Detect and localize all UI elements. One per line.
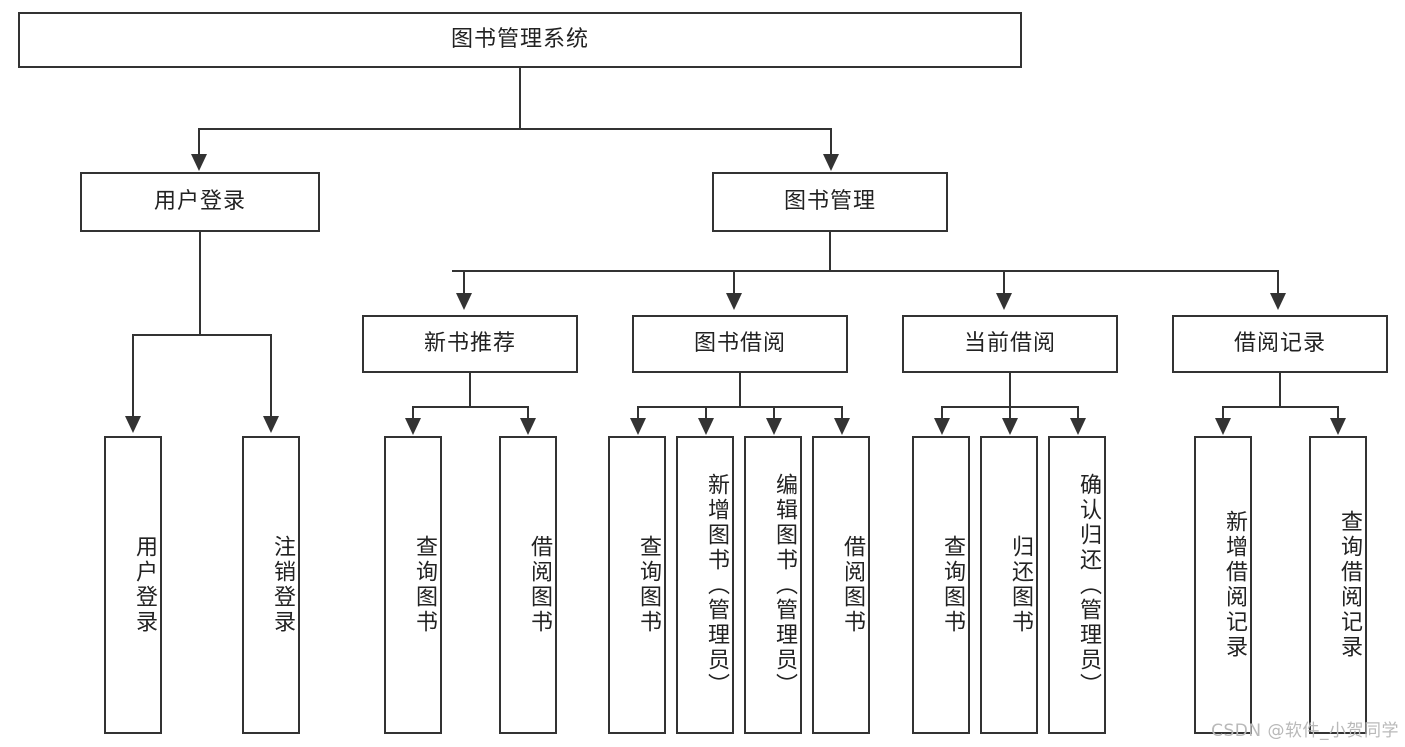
leaf-br-query-record[interactable]: 查询借阅记录	[1309, 436, 1367, 734]
node-book-borrow[interactable]: 图书借阅	[632, 315, 848, 373]
connector-bm-drop-2	[733, 270, 735, 295]
connector-cb-drop-3	[1077, 406, 1079, 420]
connector-user-login-drop-2	[270, 334, 272, 418]
leaf-bb-edit-book-admin[interactable]: 编辑图书（管理员）	[744, 436, 802, 734]
connector-user-login-stem	[199, 232, 201, 334]
node-label: 编辑图书（管理员）	[772, 472, 797, 698]
arrow-to-user-login	[191, 154, 207, 171]
node-label: 图书借阅	[693, 330, 786, 356]
node-book-management[interactable]: 图书管理	[712, 172, 948, 232]
connector-br-bar	[1222, 406, 1339, 408]
arrow-to-nbr-leaf-1	[405, 418, 421, 435]
node-label: 新书推荐	[423, 330, 516, 356]
connector-nbr-drop-1	[412, 406, 414, 420]
leaf-nbr-query-book[interactable]: 查询图书	[384, 436, 442, 734]
arrow-to-leaf-user-login	[125, 416, 141, 433]
connector-bb-drop-4	[841, 406, 843, 420]
arrow-to-current-borrow	[996, 293, 1012, 310]
leaf-br-add-record[interactable]: 新增借阅记录	[1194, 436, 1252, 734]
arrow-to-leaf-logout	[263, 416, 279, 433]
node-borrow-record[interactable]: 借阅记录	[1172, 315, 1388, 373]
arrow-to-cb-leaf-2	[1002, 418, 1018, 435]
node-current-borrow[interactable]: 当前借阅	[902, 315, 1118, 373]
node-label: 当前借阅	[963, 330, 1056, 356]
node-new-book-recommend[interactable]: 新书推荐	[362, 315, 578, 373]
arrow-to-cb-leaf-1	[934, 418, 950, 435]
arrow-to-bb-leaf-3	[766, 418, 782, 435]
connector-root-drop-2	[830, 128, 832, 156]
connector-cb-drop-1	[941, 406, 943, 420]
leaf-nbr-borrow-book[interactable]: 借阅图书	[499, 436, 557, 734]
leaf-cb-return-book[interactable]: 归还图书	[980, 436, 1038, 734]
node-label: 新增图书（管理员）	[704, 472, 729, 698]
leaf-user-login[interactable]: 用户登录	[104, 436, 162, 734]
connector-bb-stem	[739, 373, 741, 406]
arrow-to-new-book-recommend	[456, 293, 472, 310]
node-label: 图书管理	[783, 188, 876, 214]
connector-bb-drop-1	[637, 406, 639, 420]
connector-br-drop-1	[1222, 406, 1224, 420]
connector-book-management-stem	[829, 232, 831, 270]
connector-bm-drop-1	[463, 270, 465, 295]
connector-user-login-drop-1	[132, 334, 134, 418]
node-label: 查询图书	[940, 535, 965, 635]
arrow-to-br-leaf-1	[1215, 418, 1231, 435]
leaf-cb-query-book[interactable]: 查询图书	[912, 436, 970, 734]
node-label: 查询图书	[412, 535, 437, 635]
connector-user-login-bar	[132, 334, 270, 336]
connector-bm-drop-4	[1277, 270, 1279, 295]
arrow-to-cb-leaf-3	[1070, 418, 1086, 435]
connector-cb-drop-2	[1009, 406, 1011, 420]
connector-br-stem	[1279, 373, 1281, 406]
arrow-to-borrow-record	[1270, 293, 1286, 310]
connector-br-drop-2	[1337, 406, 1339, 420]
csdn-watermark: CSDN @软件_小贺同学	[1211, 721, 1399, 741]
node-label: 注销登录	[270, 535, 295, 635]
connector-root-bar	[198, 128, 832, 130]
node-label: 借阅图书	[840, 535, 865, 635]
connector-nbr-drop-2	[527, 406, 529, 420]
leaf-logout[interactable]: 注销登录	[242, 436, 300, 734]
arrow-to-br-leaf-2	[1330, 418, 1346, 435]
node-label: 借阅图书	[527, 535, 552, 635]
node-label: 查询图书	[636, 535, 661, 635]
connector-root-drop-1	[198, 128, 200, 156]
arrow-to-book-borrow	[726, 293, 742, 310]
node-label: 用户登录	[153, 188, 246, 214]
connector-bb-drop-3	[773, 406, 775, 420]
node-label: 新增借阅记录	[1222, 510, 1247, 660]
node-label: 确认归还（管理员）	[1076, 472, 1101, 698]
node-label: 用户登录	[132, 535, 157, 635]
arrow-to-bb-leaf-1	[630, 418, 646, 435]
leaf-cb-confirm-return-admin[interactable]: 确认归还（管理员）	[1048, 436, 1106, 734]
connector-cb-stem	[1009, 373, 1011, 406]
arrow-to-bb-leaf-4	[834, 418, 850, 435]
node-user-login[interactable]: 用户登录	[80, 172, 320, 232]
connector-bb-bar	[637, 406, 842, 408]
arrow-to-bb-leaf-2	[698, 418, 714, 435]
node-root-book-management-system[interactable]: 图书管理系统	[18, 12, 1022, 68]
leaf-bb-query-book[interactable]: 查询图书	[608, 436, 666, 734]
arrow-to-nbr-leaf-2	[520, 418, 536, 435]
node-label: 借阅记录	[1233, 330, 1326, 356]
leaf-bb-add-book-admin[interactable]: 新增图书（管理员）	[676, 436, 734, 734]
connector-bb-drop-2	[705, 406, 707, 420]
connector-book-management-bar	[452, 270, 1278, 272]
connector-root-stem	[519, 68, 521, 128]
connector-nbr-stem	[469, 373, 471, 406]
node-label: 归还图书	[1008, 535, 1033, 635]
node-label: 图书管理系统	[450, 26, 589, 52]
connector-bm-drop-3	[1003, 270, 1005, 295]
connector-nbr-bar	[412, 406, 529, 408]
leaf-bb-borrow-book[interactable]: 借阅图书	[812, 436, 870, 734]
arrow-to-book-management	[823, 154, 839, 171]
node-label: 查询借阅记录	[1337, 510, 1362, 660]
